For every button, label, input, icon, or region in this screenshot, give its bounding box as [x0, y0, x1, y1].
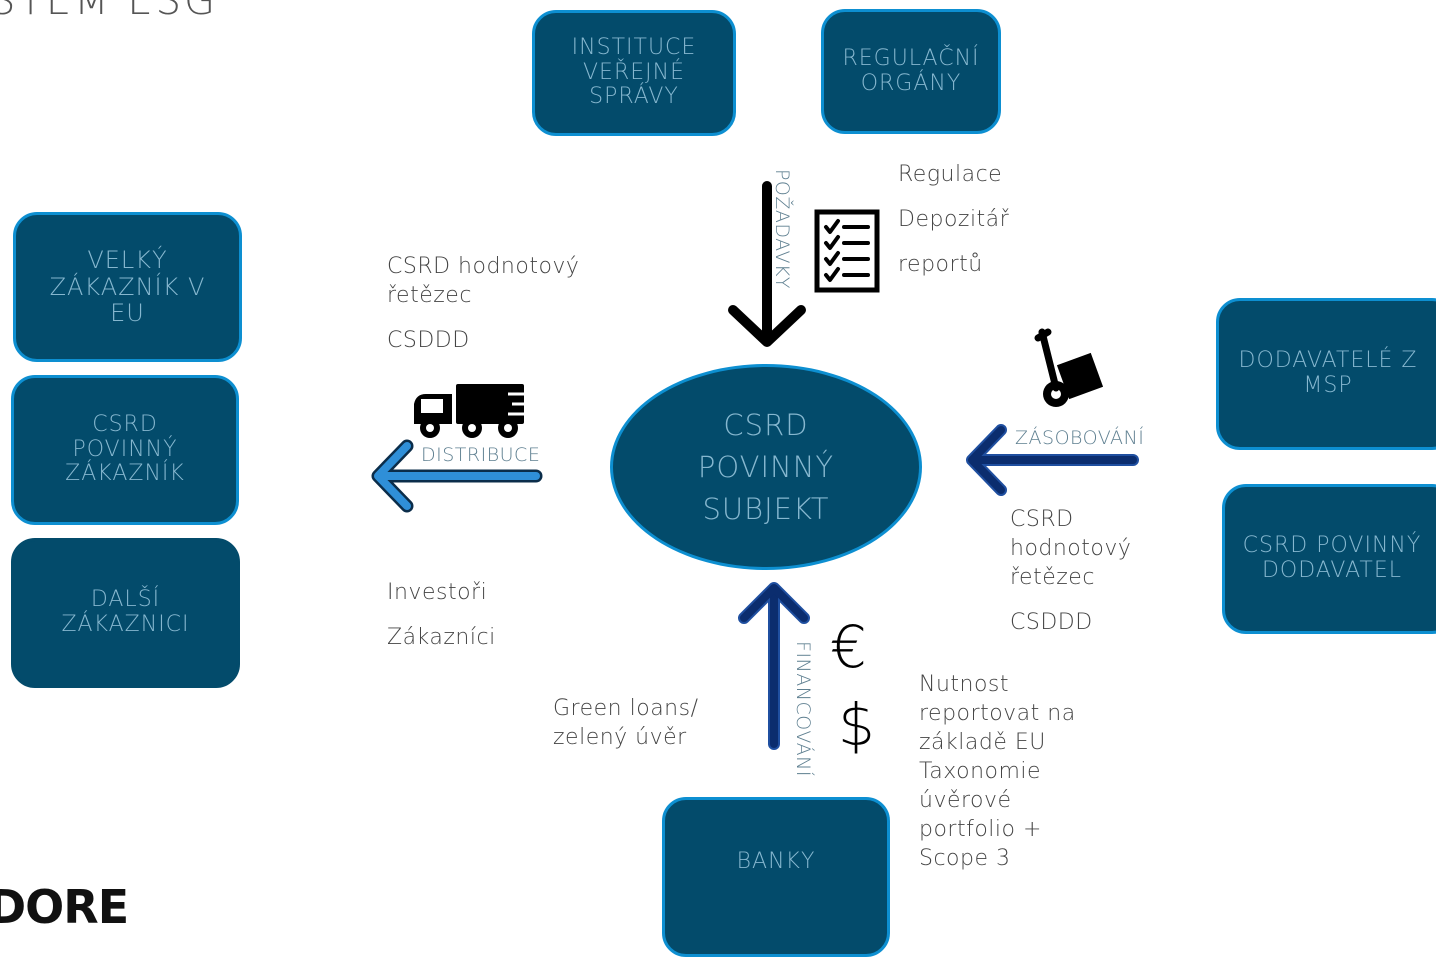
box-csrd-zakaznik-label: CSRD POVINNÝ ZÁKAZNÍK: [65, 412, 185, 487]
note-depozitar: Depozitář: [898, 207, 1010, 232]
note-csddd-right: CSDDD: [1010, 610, 1093, 635]
box-dalsi-zakaznici-label: DALŠÍ ZÁKAZNICI: [61, 587, 190, 637]
box-csrd-zakaznik: CSRD POVINNÝ ZÁKAZNÍK: [11, 375, 239, 525]
box-banky-label: BANKY: [736, 848, 816, 874]
euro-icon: €: [830, 613, 867, 681]
box-csrd-dodavatel: CSRD POVINNÝ DODAVATEL: [1222, 484, 1436, 634]
company-logo: DORE: [0, 880, 129, 934]
note-csddd-left: CSDDD: [387, 328, 470, 353]
label-financovani: FINANCOVÁNÍ: [792, 641, 814, 777]
box-dalsi-zakaznici: DALŠÍ ZÁKAZNICI: [11, 538, 240, 688]
hand-truck-icon: [1034, 328, 1104, 407]
center-ellipse: CSRD POVINNÝ SUBJEKT: [610, 364, 922, 570]
center-ellipse-label: CSRD POVINNÝ SUBJEKT: [697, 407, 835, 527]
truck-icon: [414, 384, 530, 438]
box-velky-zakaznik-label: VELKÝ ZÁKAZNÍK V EU: [49, 245, 206, 328]
note-zakaznici: Zákazníci: [387, 625, 496, 650]
box-velky-zakaznik: VELKÝ ZÁKAZNÍK V EU: [13, 212, 242, 362]
box-dodavatele-msp-label: DODAVATELÉ Z MSP: [1238, 348, 1418, 398]
box-regulacni: REGULAČNÍ ORGÁNY: [821, 9, 1001, 134]
box-dodavatele-msp: DODAVATELÉ Z MSP: [1216, 298, 1436, 450]
label-distribuce: DISTRIBUCE: [421, 444, 541, 466]
box-instituce: INSTITUCE VEŘEJNÉ SPRÁVY: [532, 10, 736, 136]
label-zasobovani: ZÁSOBOVÁNÍ: [1015, 427, 1145, 449]
note-nutnost: Nutnost reportovat na základě EU Taxonom…: [919, 672, 1076, 871]
dollar-icon: $: [838, 691, 875, 759]
note-green-loans: Green loans/ zelený úvěr: [553, 696, 699, 750]
box-regulacni-label: REGULAČNÍ ORGÁNY: [842, 45, 980, 96]
box-banky: BANKY: [662, 797, 890, 957]
box-csrd-dodavatel-label: CSRD POVINNÝ DODAVATEL: [1242, 533, 1422, 583]
note-csrd-hodnotovy-left: CSRD hodnotový řetězec: [387, 254, 580, 308]
label-pozadavky: POŽADAVKY: [771, 168, 793, 290]
note-reportu: reportů: [898, 252, 983, 277]
note-csrd-hodnotovy-right: CSRD hodnotový řetězec: [1010, 507, 1132, 590]
page-title: STÉM ESG: [0, 0, 218, 24]
note-regulace: Regulace: [898, 162, 1003, 187]
note-investori: Investoři: [387, 580, 488, 605]
checklist-icon: [814, 209, 880, 293]
box-instituce-label: INSTITUCE VEŘEJNÉ SPRÁVY: [571, 35, 697, 110]
